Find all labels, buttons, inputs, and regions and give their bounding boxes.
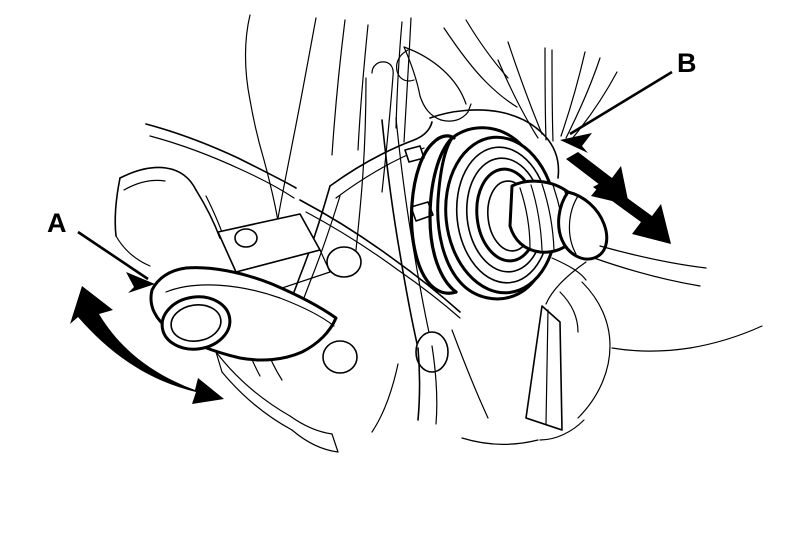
triangular-gusset-fin: [525, 305, 563, 431]
mounting-bolt-hole: [326, 246, 362, 278]
square-boss: [410, 201, 434, 222]
callout-leader-a: [77, 230, 155, 293]
steering-knuckle: [275, 109, 560, 433]
leader-a-arrowhead: [126, 272, 155, 293]
leader-b-arrowhead: [560, 133, 592, 153]
callout-leader-b: [560, 70, 673, 153]
mounting-bolt-hole: [234, 228, 258, 248]
lower-arm-ball-joint-boot: [149, 266, 338, 362]
ball-joint-eye-inner: [170, 304, 222, 342]
curved-double-headed-arrow-a: [70, 286, 224, 404]
mounting-bolt-hole: [415, 331, 449, 373]
strut-fork-arms: [497, 41, 618, 142]
callout-label-a: A: [47, 208, 67, 238]
callout-label-b: B: [677, 48, 697, 78]
straight-double-headed-arrow-b: [566, 152, 671, 244]
brake-splash-shield: [461, 257, 763, 445]
mounting-bolt-hole: [322, 340, 358, 374]
driveshaft-splined-stub: [508, 179, 707, 305]
